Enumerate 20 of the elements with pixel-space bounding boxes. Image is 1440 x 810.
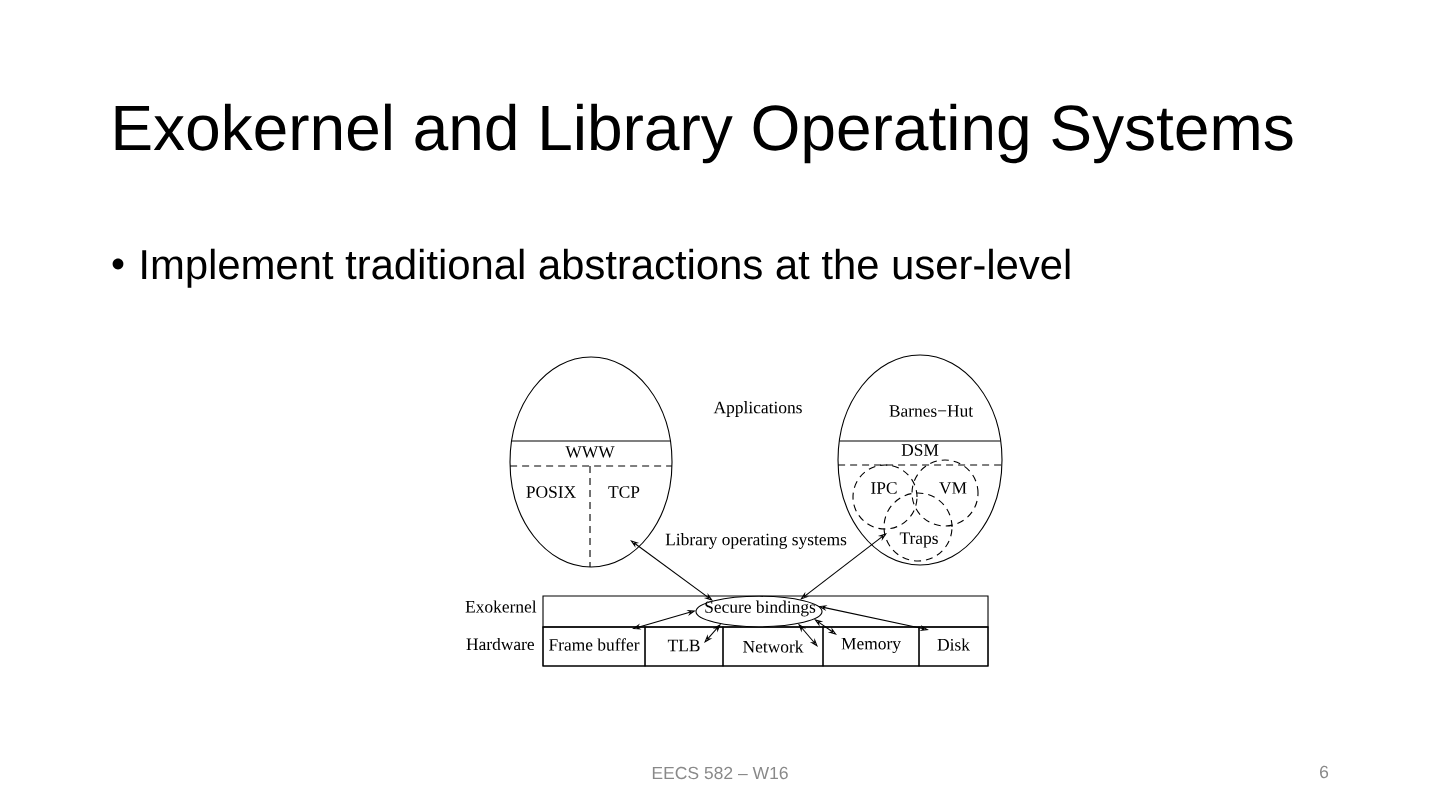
hardware-cell: Disk bbox=[918, 626, 989, 667]
hardware-cell: Network bbox=[722, 626, 824, 667]
double-arrow bbox=[630, 540, 713, 601]
layer-label: Barnes−Hut bbox=[889, 405, 974, 417]
layer-label: POSIX bbox=[526, 486, 576, 498]
layer-label: DSM bbox=[901, 444, 939, 456]
double-arrow bbox=[800, 533, 887, 600]
row-label: Hardware bbox=[466, 637, 534, 651]
diagram-label: Library operating systems bbox=[665, 533, 847, 549]
row-label: Exokernel bbox=[465, 600, 537, 613]
hardware-cell: Frame buffer bbox=[542, 626, 646, 667]
diagram-label: Applications bbox=[713, 401, 802, 417]
layer-label: TCP bbox=[608, 486, 640, 498]
page-number: 6 bbox=[1320, 765, 1329, 779]
hardware-cell: Memory bbox=[822, 626, 920, 667]
hardware-cell: TLB bbox=[644, 626, 724, 667]
bullet-text: Implement traditional abstractions at the user-level bbox=[142, 248, 1070, 288]
layer-label: WWW bbox=[565, 446, 615, 458]
slide-title: Exokernel and Library Operating Systems bbox=[115, 103, 1293, 164]
footer-text: EECS 582 – W16 bbox=[652, 766, 788, 780]
